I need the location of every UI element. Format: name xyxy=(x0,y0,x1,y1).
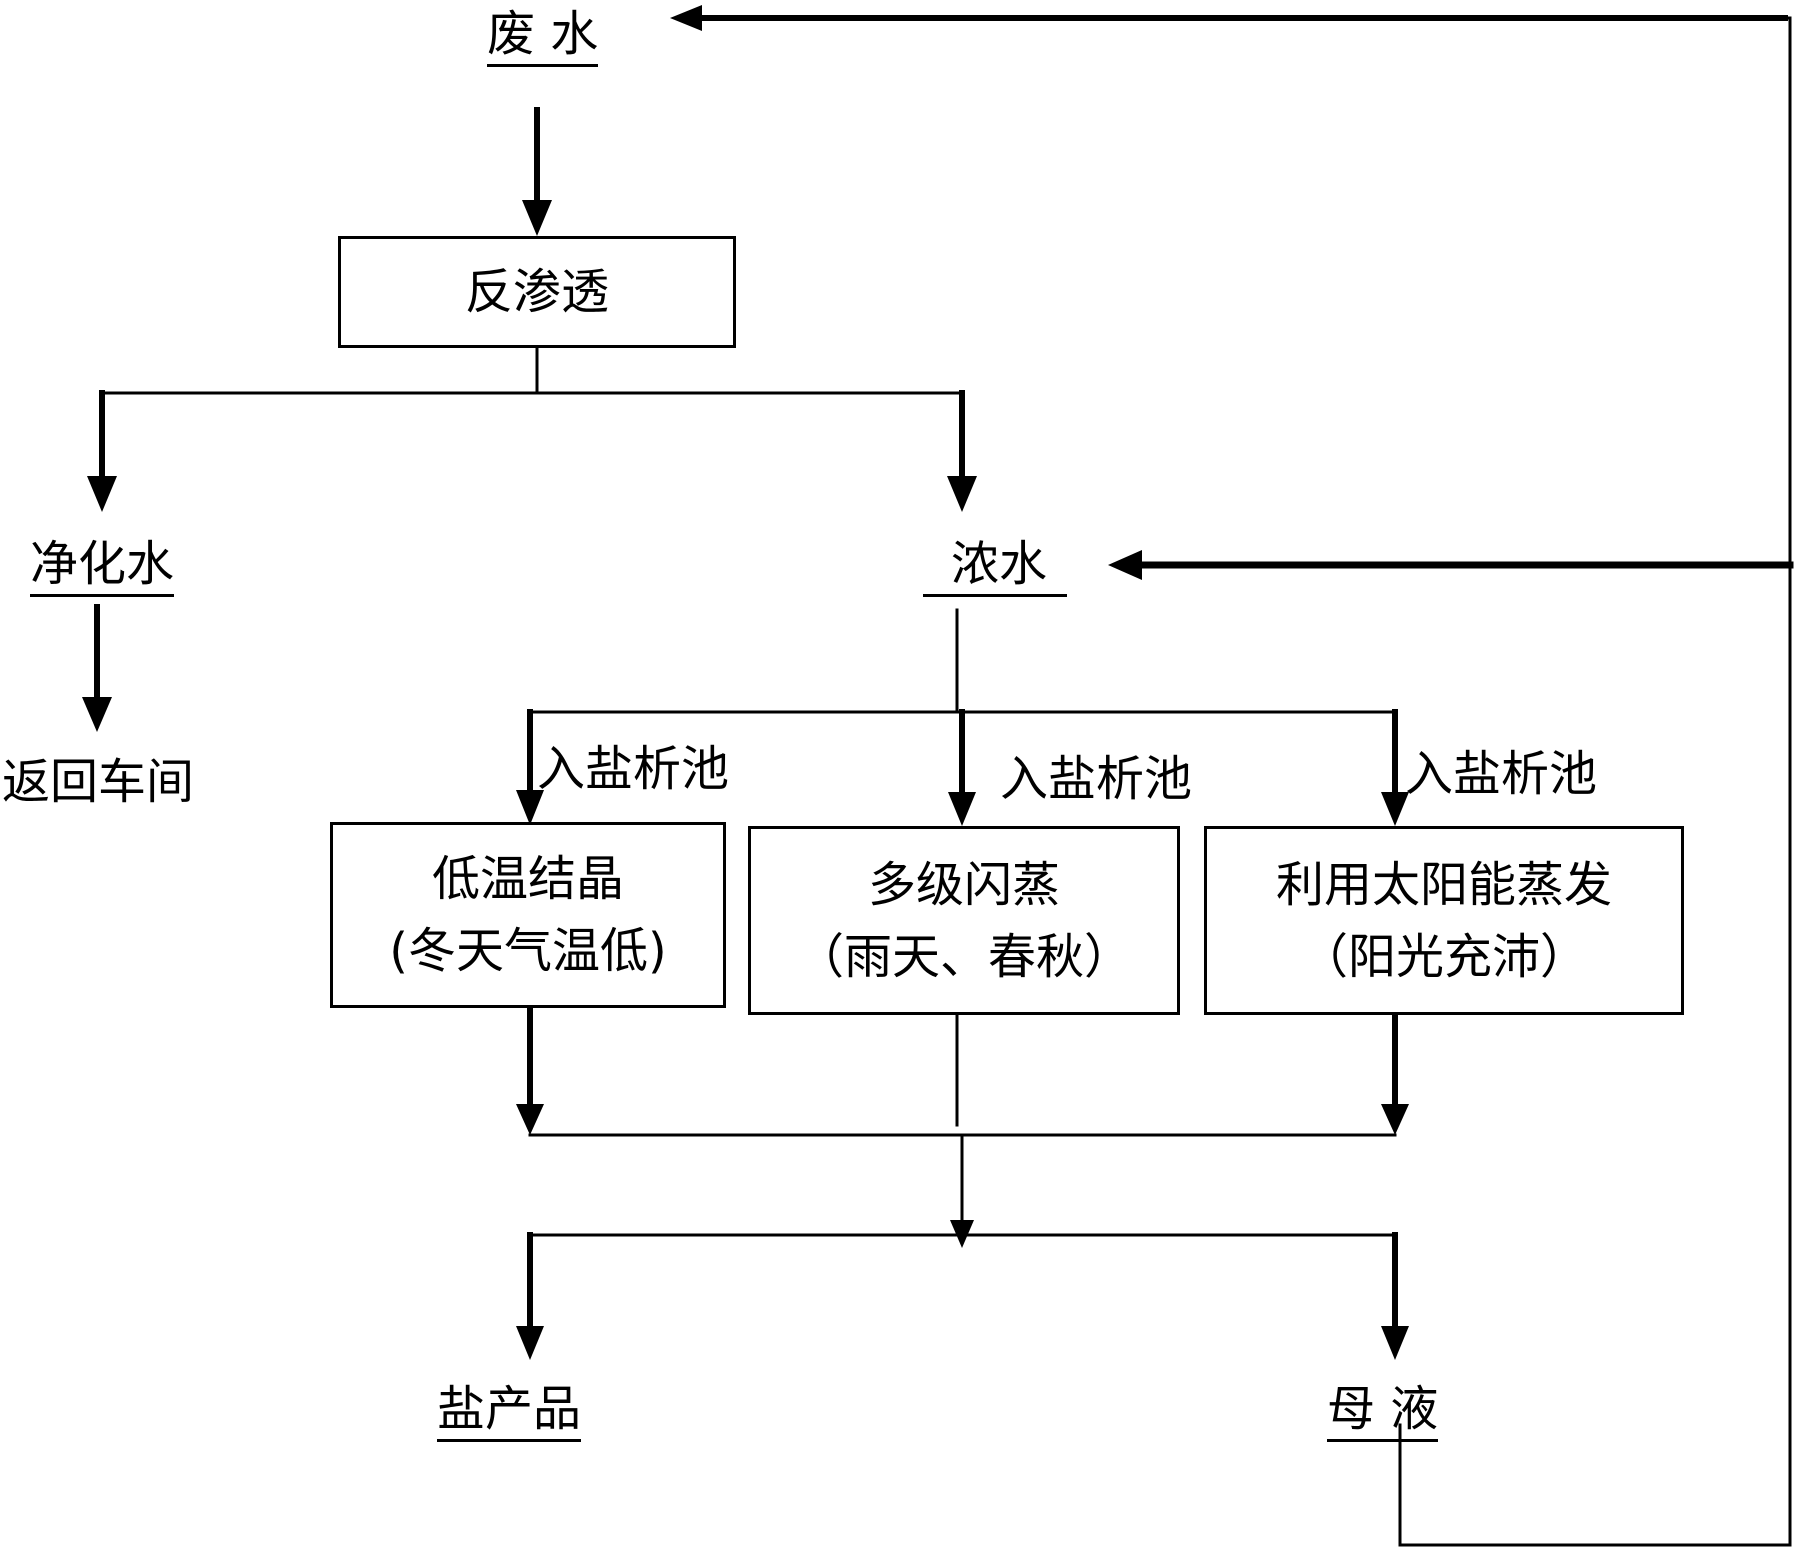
arrowhead-icon xyxy=(950,1220,974,1248)
return-line xyxy=(698,16,1792,1547)
arrowhead-icon xyxy=(516,790,544,825)
purified-water-label: 净化水 xyxy=(30,540,175,597)
process-box-low-temp: 低温结晶 (冬天气温低) xyxy=(330,822,726,1008)
reverse-osmosis-box: 反渗透 xyxy=(338,236,736,348)
process-note: (冬天气温低) xyxy=(389,923,667,979)
concentrate-label: 浓水 xyxy=(923,540,1068,597)
branch-label-2: 入盐析池 xyxy=(1000,751,1193,807)
arrowhead-icon xyxy=(1381,792,1409,826)
arrowhead-icon xyxy=(87,476,117,512)
wastewater-label: 废 水 xyxy=(487,10,599,67)
return-workshop-label: 返回车间 xyxy=(2,754,195,810)
arrowhead-icon xyxy=(82,697,112,732)
arrowhead-icon xyxy=(1381,1104,1409,1135)
arrowhead-icon xyxy=(1108,550,1142,580)
process-title: 低温结晶 xyxy=(431,851,624,907)
mother-liquor-label: 母 液 xyxy=(1327,1385,1439,1442)
process-title: 多级闪蒸 xyxy=(867,856,1060,913)
process-box-flash: 多级闪蒸 （雨天、春秋） xyxy=(748,826,1180,1015)
reverse-osmosis-label: 反渗透 xyxy=(464,264,609,320)
branch-label-1: 入盐析池 xyxy=(537,741,730,797)
arrowhead-icon xyxy=(1381,1326,1409,1360)
arrowhead-icon xyxy=(522,200,552,236)
branch-label-3: 入盐析池 xyxy=(1405,746,1598,802)
arrowhead-icon xyxy=(947,476,977,512)
arrowhead-icon xyxy=(948,792,976,826)
arrowhead-icon xyxy=(670,5,702,31)
salt-product-label: 盐产品 xyxy=(437,1385,582,1442)
process-note: （雨天、春秋） xyxy=(795,928,1132,985)
arrowhead-icon xyxy=(516,1326,544,1360)
process-box-solar: 利用太阳能蒸发 （阳光充沛） xyxy=(1204,826,1684,1015)
arrowhead-icon xyxy=(516,1104,544,1135)
process-title: 利用太阳能蒸发 xyxy=(1275,856,1612,913)
process-note: （阳光充沛） xyxy=(1299,928,1588,985)
